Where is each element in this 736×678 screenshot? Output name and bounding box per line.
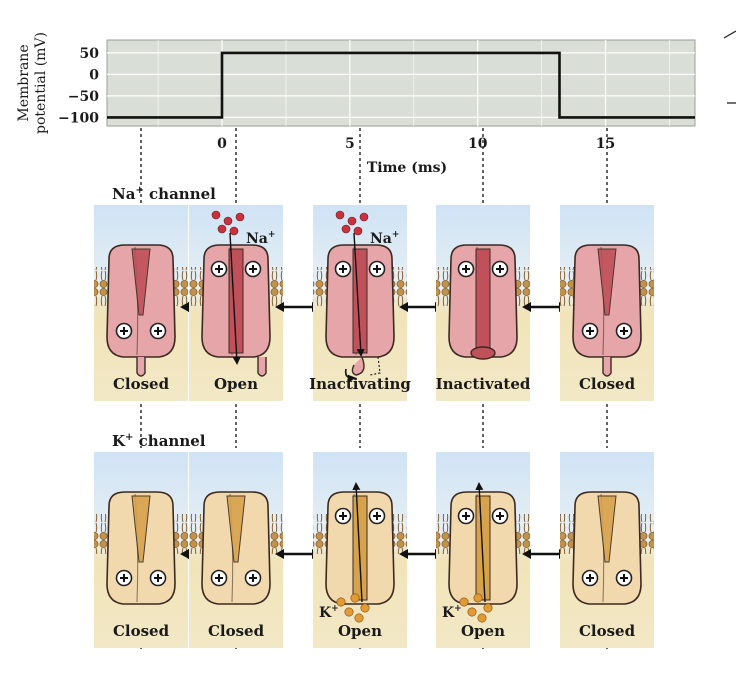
k-channel-panel: K+Open bbox=[436, 452, 530, 648]
sodium-ions bbox=[211, 210, 245, 236]
y-axis-label-line2: potential (mV) bbox=[33, 32, 49, 134]
channel-state-label: Closed bbox=[579, 375, 636, 393]
channel-state-label: Open bbox=[338, 622, 382, 640]
na-channel-panel: Na+ Inactivating bbox=[309, 205, 411, 401]
positive-charge-icon bbox=[615, 322, 633, 340]
ion-channel-protein bbox=[106, 491, 176, 605]
ion-flow-arrow bbox=[475, 482, 486, 603]
y-axis-label-line1: Membrane bbox=[16, 44, 32, 121]
positive-charge-icon bbox=[491, 260, 509, 278]
ion-flow-arrow bbox=[352, 482, 363, 603]
positive-charge-icon bbox=[491, 507, 509, 525]
k-channel-title: K+ channel bbox=[112, 432, 206, 450]
channel-state-label: Closed bbox=[579, 622, 636, 640]
positive-charge-icon bbox=[210, 569, 228, 587]
channel-state-label: Inactivated bbox=[436, 375, 531, 393]
ion-channel-protein bbox=[448, 491, 518, 605]
membrane-potential-trace bbox=[107, 51, 695, 119]
channel-state-label: Open bbox=[214, 375, 258, 393]
ion-channel-protein bbox=[572, 244, 642, 377]
k-channel-panel: Closed bbox=[189, 452, 283, 648]
crop-mark bbox=[723, 30, 736, 39]
graph-background bbox=[106, 39, 696, 127]
y-axis-ticks: 50 0 −50 −100 bbox=[58, 46, 99, 127]
na-channel-panel: Closed bbox=[94, 205, 188, 401]
potassium-ion-label: K+ bbox=[442, 604, 462, 621]
positive-charge-icon bbox=[334, 507, 352, 525]
positive-charge-icon bbox=[581, 569, 599, 587]
positive-charge-icon bbox=[210, 260, 228, 278]
x-tick-label: 0 bbox=[217, 136, 227, 152]
k-channel-panel: Closed bbox=[94, 452, 188, 648]
ion-channel-protein bbox=[201, 491, 271, 605]
y-tick-label: 50 bbox=[80, 46, 100, 62]
channel-state-label: Closed bbox=[113, 622, 170, 640]
x-axis-ticks: 0 5 10 15 bbox=[217, 136, 615, 152]
y-tick-label: −100 bbox=[58, 110, 99, 126]
channel-state-label: Inactivating bbox=[309, 375, 411, 393]
positive-charge-icon bbox=[457, 507, 475, 525]
y-tick-label: −50 bbox=[68, 89, 99, 105]
positive-charge-icon bbox=[368, 507, 386, 525]
x-tick-label: 5 bbox=[345, 136, 355, 152]
x-tick-label: 10 bbox=[468, 136, 488, 152]
ion-channel-protein bbox=[325, 491, 395, 605]
ion-channel-protein bbox=[572, 491, 642, 605]
positive-charge-icon bbox=[115, 322, 133, 340]
positive-charge-icon bbox=[615, 569, 633, 587]
positive-charge-icon bbox=[457, 260, 475, 278]
x-tick-label: 15 bbox=[596, 136, 615, 152]
positive-charge-icon bbox=[149, 569, 167, 587]
channel-state-label: Closed bbox=[208, 622, 265, 640]
channel-state-label: Closed bbox=[113, 375, 170, 393]
positive-charge-icon bbox=[244, 569, 262, 587]
sodium-ions bbox=[335, 210, 369, 236]
positive-charge-icon bbox=[334, 260, 352, 278]
k-channel-panel: K+Open bbox=[313, 452, 407, 648]
na-channel-panel: Inactivated bbox=[436, 205, 531, 401]
membrane-potential-graph: 50 0 −50 −100 0 5 10 15 Membrane potential (mV… bbox=[16, 32, 696, 176]
na-channel-panel: Closed bbox=[560, 205, 654, 401]
ion-flow-arrow bbox=[353, 232, 365, 357]
na-channel-title: Na+ channel bbox=[112, 185, 216, 203]
x-axis-label: Time (ms) bbox=[367, 160, 447, 176]
positive-charge-icon bbox=[581, 322, 599, 340]
ion-channel-protein bbox=[106, 244, 176, 377]
y-tick-label: 0 bbox=[89, 67, 99, 83]
positive-charge-icon bbox=[244, 260, 262, 278]
positive-charge-icon bbox=[115, 569, 133, 587]
na-channel-panel: Na+ Open bbox=[189, 205, 283, 401]
potassium-ion-label: K+ bbox=[319, 604, 339, 621]
positive-charge-icon bbox=[149, 322, 167, 340]
potassium-ions bbox=[459, 593, 493, 623]
ion-flow-arrow bbox=[229, 232, 241, 365]
ion-channel-protein bbox=[448, 244, 518, 360]
k-channel-panel: Closed bbox=[560, 452, 654, 648]
potassium-ions bbox=[336, 593, 370, 623]
channel-state-label: Open bbox=[461, 622, 505, 640]
sodium-ion-label: Na+ bbox=[370, 230, 399, 247]
positive-charge-icon bbox=[368, 260, 386, 278]
sodium-ion-label: Na+ bbox=[246, 230, 275, 247]
